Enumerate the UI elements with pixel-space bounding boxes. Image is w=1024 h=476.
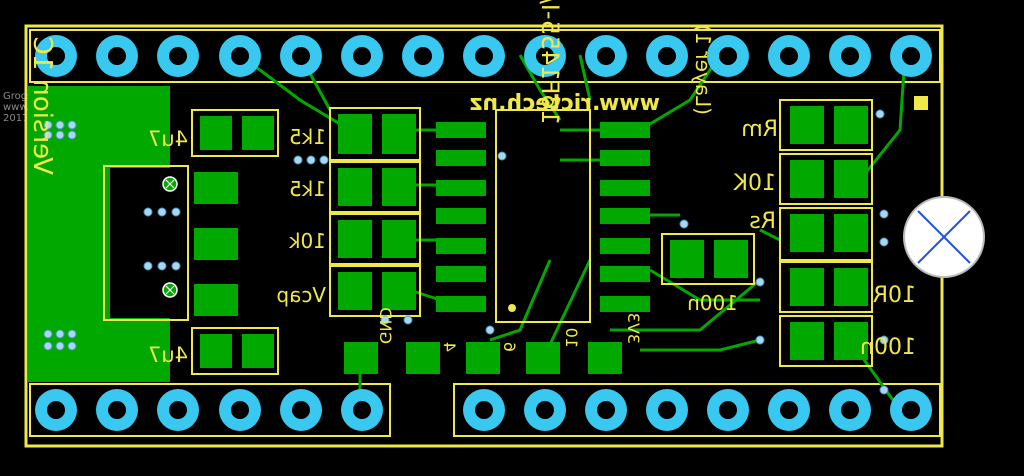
pin1-marker (508, 304, 516, 312)
label-rm: Rm (741, 117, 778, 142)
header-top-outline (29, 29, 941, 83)
label-100n-right: 100n (860, 335, 916, 360)
pad-label-4: 4 (440, 342, 459, 352)
header-bottom-left-outline (29, 383, 391, 437)
pad-label-3v3: 3V3 (624, 313, 643, 344)
label-rs: Rs (749, 209, 776, 234)
label-10k-left: 10k (289, 229, 326, 253)
crystal-marks (162, 176, 178, 298)
label-10r: 10R (873, 283, 916, 308)
pad-label-6: 6 (500, 342, 519, 352)
ground-pour (28, 86, 170, 382)
version-label: Version 1C (27, 36, 57, 175)
label-100n-mid: 100n (687, 291, 738, 315)
header-bottom-right-outline (453, 383, 941, 437)
label-10k-right: 10K (733, 171, 776, 196)
smd-pads (194, 106, 868, 374)
label-vcap: Vcap (276, 283, 326, 307)
fiducial-mark (903, 196, 985, 278)
chip-label: 16F1455-I/SL (536, 0, 564, 125)
vias (43, 109, 889, 395)
label-4u7-bottom: 4u7 (148, 343, 188, 367)
layer-label: (Layer 1) (691, 25, 715, 115)
label-4u7-top: 4u7 (148, 127, 188, 151)
component-outlines (103, 99, 873, 375)
watermark-date: 2017/05 (3, 113, 45, 124)
board-url: www.rictech.nz (470, 91, 660, 116)
pin1-square (914, 96, 928, 110)
label-1k5-a: 1k5 (289, 125, 326, 149)
header-pads (35, 35, 932, 431)
pad-label-gnd: GND (376, 307, 395, 344)
label-1k5-b: 1k5 (289, 177, 326, 201)
pad-label-10: 10 (562, 328, 581, 348)
